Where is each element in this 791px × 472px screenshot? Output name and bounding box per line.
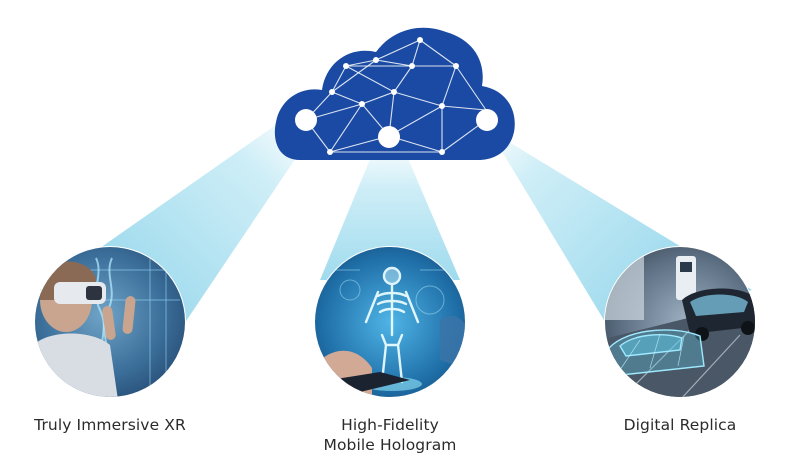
network-lines: [305, 39, 487, 153]
beam-center: [320, 140, 460, 280]
caption-truly-immersive-xr: Truly Immersive XR: [0, 415, 230, 435]
caption-line: High-Fidelity: [341, 416, 439, 434]
cloud-node-center: [378, 126, 400, 148]
network-nodes: [327, 37, 459, 155]
caption-line: Digital Replica: [623, 416, 737, 434]
cloud-node-right: [476, 109, 498, 131]
caption-digital-replica: Digital Replica: [560, 415, 791, 435]
caption-line: Truly Immersive XR: [34, 416, 186, 434]
caption-mobile-hologram: High-Fidelity Mobile Hologram: [270, 415, 510, 455]
cloud-node-left: [295, 109, 317, 131]
digital-replica-image: [604, 246, 756, 398]
cloud-network-icon: [274, 27, 515, 161]
caption-line: Mobile Hologram: [323, 436, 457, 454]
